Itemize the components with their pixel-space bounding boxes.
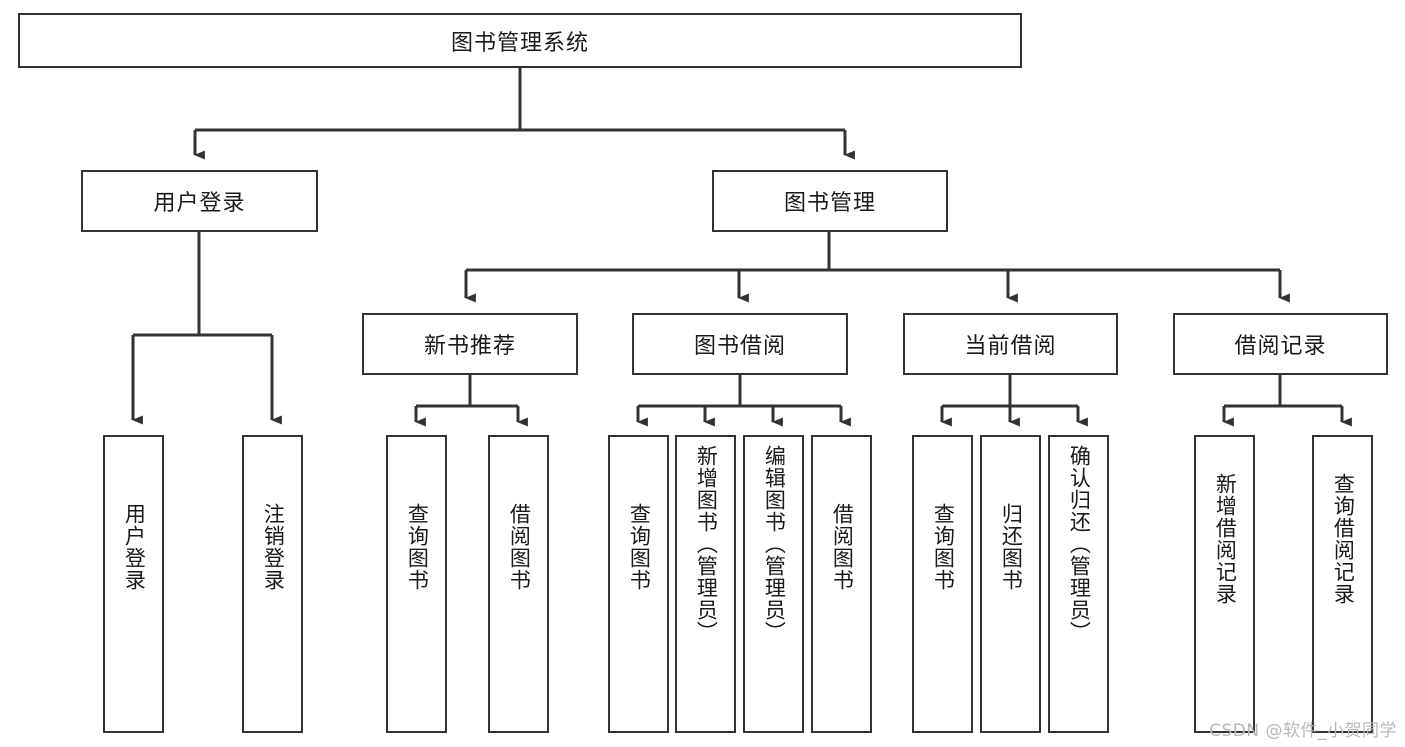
node-label: 当前借阅 bbox=[964, 334, 1057, 359]
node-current-borrow[interactable]: 当前借阅 bbox=[903, 313, 1118, 375]
node-label: 用户登录 bbox=[153, 191, 246, 216]
node-label: 归还图书 bbox=[999, 503, 1024, 591]
leaf-current-borrow-query-book[interactable]: 查询图书 bbox=[912, 435, 973, 733]
node-user-login[interactable]: 用户登录 bbox=[81, 170, 318, 232]
node-label: 查询图书 bbox=[405, 503, 430, 591]
node-label: 新增图书（管理员） bbox=[694, 445, 719, 643]
node-label: 新增借阅记录 bbox=[1213, 473, 1238, 605]
node-label: 查询图书 bbox=[627, 503, 652, 591]
node-root-book-management-system[interactable]: 图书管理系统 bbox=[18, 13, 1022, 68]
leaf-user-login-logout[interactable]: 注销登录 bbox=[242, 435, 303, 733]
leaf-new-book-borrow-book[interactable]: 借阅图书 bbox=[488, 435, 549, 733]
node-label: 借阅记录 bbox=[1234, 334, 1327, 359]
node-label: 借阅图书 bbox=[830, 503, 855, 591]
leaf-current-borrow-return-book[interactable]: 归还图书 bbox=[980, 435, 1041, 733]
node-borrow-record[interactable]: 借阅记录 bbox=[1173, 313, 1388, 375]
node-book-borrow[interactable]: 图书借阅 bbox=[632, 313, 848, 375]
node-label: 注销登录 bbox=[261, 503, 286, 591]
node-label: 用户登录 bbox=[122, 503, 147, 591]
leaf-user-login-login[interactable]: 用户登录 bbox=[103, 435, 164, 733]
leaf-new-book-query-book[interactable]: 查询图书 bbox=[386, 435, 447, 733]
node-label: 图书管理 bbox=[783, 191, 876, 216]
leaf-book-borrow-add-book-admin[interactable]: 新增图书（管理员） bbox=[675, 435, 736, 733]
node-label: 图书管理系统 bbox=[450, 30, 589, 56]
node-label: 编辑图书（管理员） bbox=[762, 445, 787, 643]
node-label: 确认归还（管理员） bbox=[1067, 445, 1092, 643]
leaf-borrow-record-query-record[interactable]: 查询借阅记录 bbox=[1312, 435, 1373, 733]
leaf-current-borrow-confirm-return-admin[interactable]: 确认归还（管理员） bbox=[1048, 435, 1109, 733]
leaf-borrow-record-add-record[interactable]: 新增借阅记录 bbox=[1194, 435, 1255, 733]
watermark: CSDN @软件_小贺同学 bbox=[1209, 721, 1397, 741]
leaf-book-borrow-borrow-book[interactable]: 借阅图书 bbox=[811, 435, 872, 733]
node-label: 图书借阅 bbox=[693, 334, 786, 359]
leaf-book-borrow-query-book[interactable]: 查询图书 bbox=[608, 435, 669, 733]
node-label: 查询图书 bbox=[931, 503, 956, 591]
leaf-book-borrow-edit-book-admin[interactable]: 编辑图书（管理员） bbox=[743, 435, 804, 733]
node-new-book-recommend[interactable]: 新书推荐 bbox=[362, 313, 578, 375]
node-book-management[interactable]: 图书管理 bbox=[712, 170, 948, 232]
node-label: 借阅图书 bbox=[507, 503, 532, 591]
node-label: 新书推荐 bbox=[423, 334, 516, 359]
node-label: 查询借阅记录 bbox=[1331, 473, 1356, 605]
